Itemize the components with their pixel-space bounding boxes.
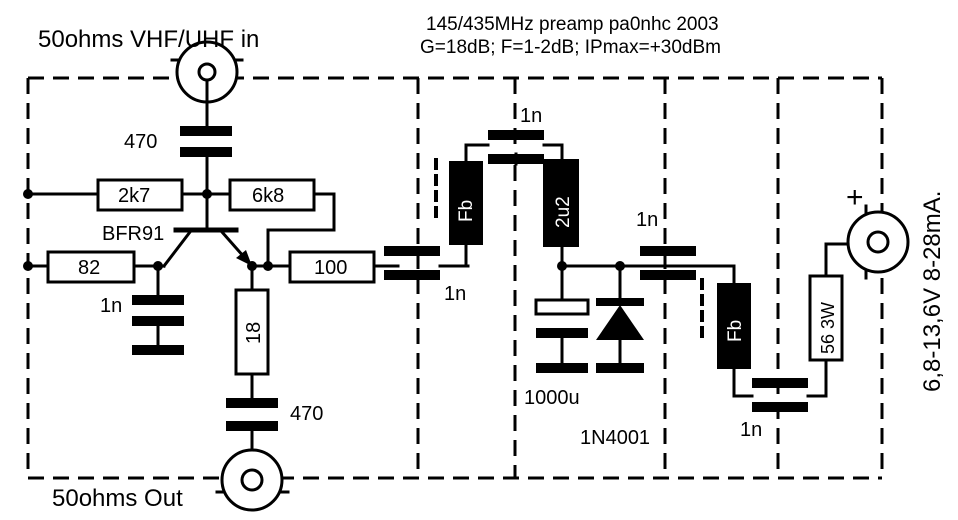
input-capacitor: [180, 106, 232, 230]
header-line-1: 145/435MHz preamp pa0nhc 2003: [426, 14, 719, 35]
base-decoupling-capacitor: [132, 264, 184, 355]
label-r-18: 18: [243, 322, 265, 344]
transistor-bfr91: [161, 227, 255, 269]
ferrite-bead-1: [434, 143, 483, 268]
label-c-out: 470: [290, 403, 323, 425]
label-diode: 1N4001: [580, 427, 650, 449]
label-c-bottom: 1n: [740, 419, 762, 441]
label-c-1000u: 1000u: [524, 387, 580, 409]
supply-voltage-label: 6,8-13,6V 8-28mA.: [919, 191, 946, 392]
label-l-2u2: 2u2: [553, 196, 574, 228]
label-c-mid: 1n: [636, 209, 658, 231]
output-connector: [215, 448, 290, 512]
label-fb-2: Fb: [725, 320, 746, 342]
label-fb-1: Fb: [456, 200, 477, 222]
label-c-base: 1n: [100, 295, 122, 317]
base-resistor-row: [23, 250, 166, 284]
diode-1n4001: [596, 264, 644, 373]
output-branch: [226, 264, 278, 452]
label-transistor: BFR91: [102, 223, 164, 245]
plus-sign: +: [846, 181, 864, 214]
label-r-6k8: 6k8: [252, 185, 284, 207]
bias-network: [23, 178, 336, 268]
supply-connector: [846, 204, 910, 280]
mid-capacitor: [640, 246, 696, 280]
ferrite-bead-2: [700, 264, 754, 398]
label-r-2k7: 2k7: [118, 185, 150, 207]
label-r-82: 82: [78, 257, 100, 279]
collector-output-path: [247, 246, 470, 284]
label-c-coupling: 1n: [444, 283, 466, 305]
label-r-100: 100: [314, 257, 347, 279]
supply-resistor: [808, 242, 850, 398]
input-title: 50ohms VHF/UHF in: [38, 26, 259, 53]
label-c-in: 470: [124, 131, 157, 153]
input-connector: [170, 40, 244, 110]
bottom-capacitor: [752, 378, 828, 412]
supply-node: [534, 261, 736, 373]
label-r-56: 56 3W: [818, 302, 838, 354]
label-c-top: 1n: [520, 105, 542, 127]
output-title: 50ohms Out: [52, 485, 183, 512]
header-line-2: G=18dB; F=1-2dB; IPmax=+30dBm: [420, 37, 721, 58]
